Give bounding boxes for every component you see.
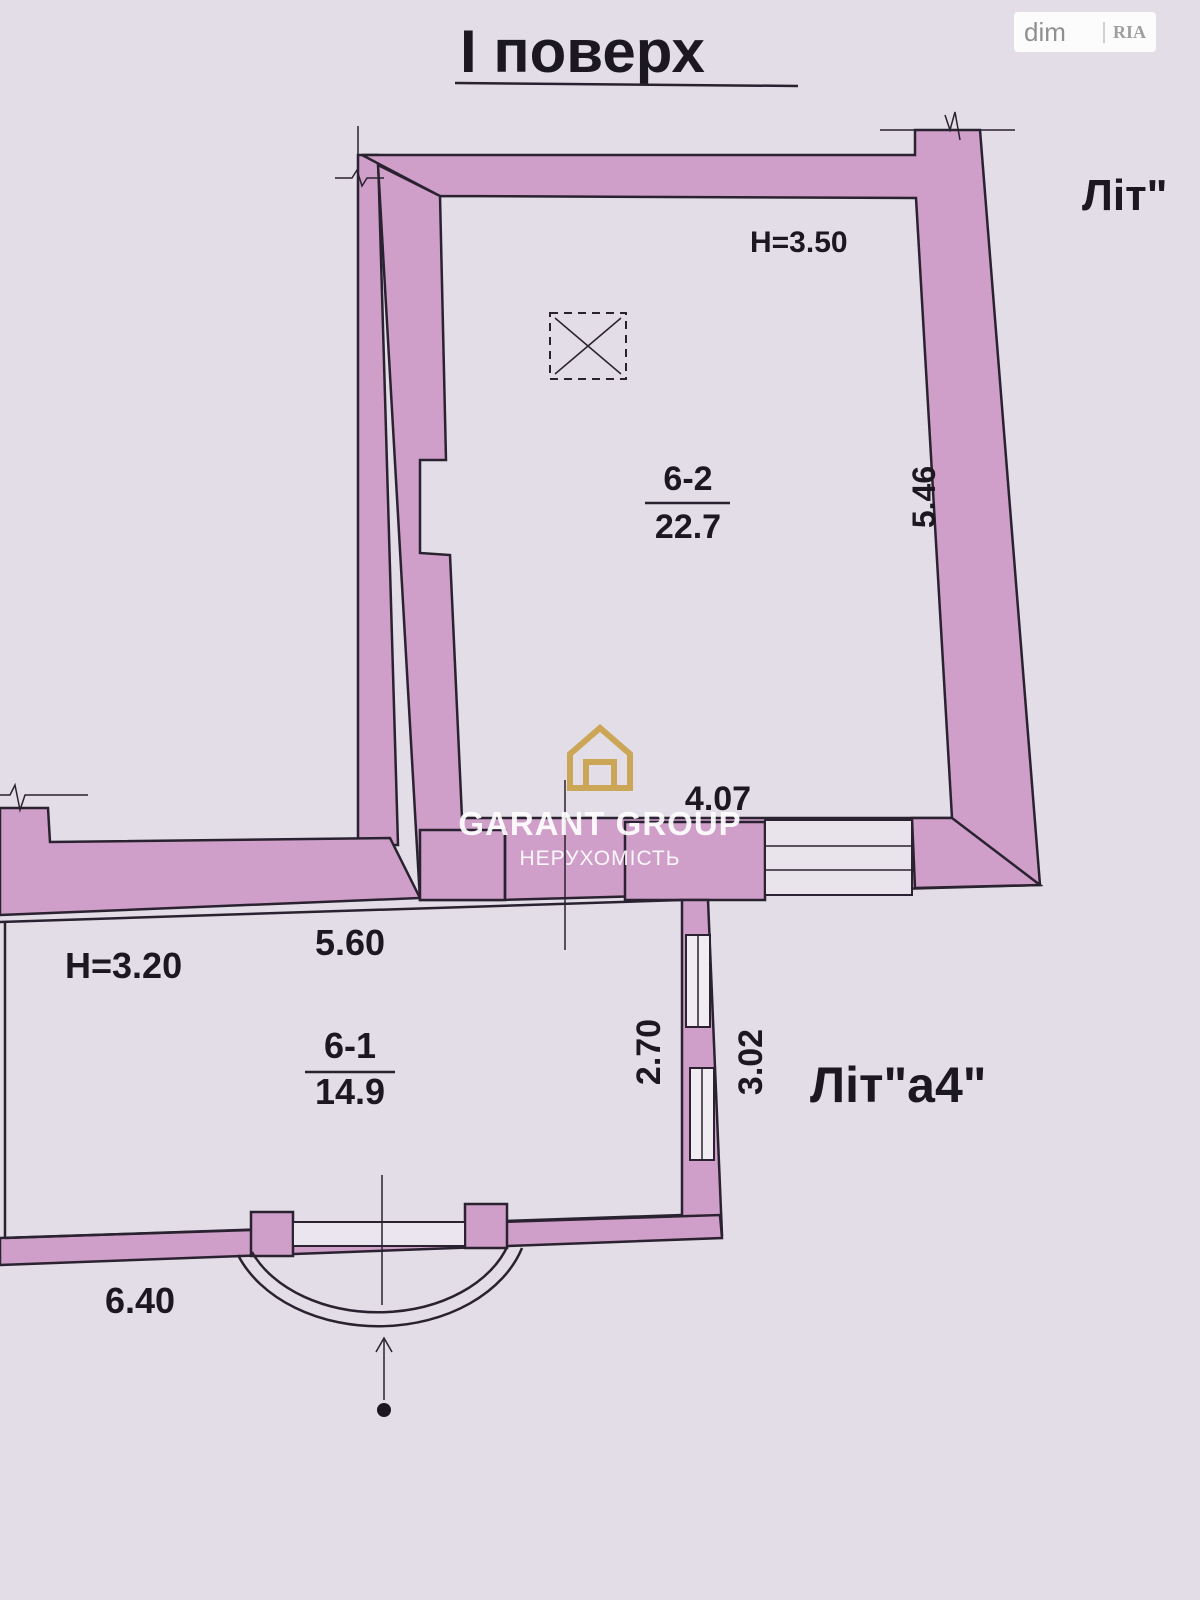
room-6-2-area: 22.7	[655, 508, 721, 546]
wall-stair-pier-left	[623, 820, 767, 902]
dim-room-6-2-length: 5.46	[906, 466, 942, 528]
dimria-badge: dim RIA	[1014, 12, 1156, 52]
title-underline	[454, 81, 799, 88]
dim-room-6-2-width: 4.07	[685, 780, 751, 818]
letter-top-right: Літ"	[1082, 171, 1168, 220]
room-6-2-id: 6-2	[663, 460, 712, 498]
dim-room-6-1-top: 5.60	[315, 922, 385, 963]
ventilation-icon	[549, 312, 627, 380]
stairs	[764, 819, 913, 896]
room-6-1-area: 14.9	[315, 1071, 385, 1112]
break-mark-top-right	[880, 111, 1015, 141]
room-6-1-id: 6-1	[324, 1025, 376, 1066]
house-logo-icon	[567, 724, 633, 791]
dim-room-6-1-inner-side: 2.70	[630, 1019, 668, 1085]
letter-a4: Літ"а4"	[810, 1057, 987, 1113]
floor-title: I поверх	[460, 18, 705, 85]
garant-group-watermark: GARANT GROUP НЕРУХОМІСТЬ	[430, 720, 770, 871]
window-right	[685, 934, 715, 1161]
dimria-dim-text: dim	[1024, 16, 1066, 47]
break-mark-middle-left	[0, 782, 88, 813]
dim-room-6-1-outer-side: 3.02	[732, 1029, 770, 1095]
brand-name: GARANT GROUP	[458, 805, 742, 842]
wall-room-6-1-top	[0, 898, 683, 924]
wall-stair-pier-right	[910, 816, 1044, 890]
entrance-bay	[236, 1175, 524, 1417]
dimria-ria-text: RIA	[1102, 21, 1146, 43]
room-6-2-height: H=3.50	[750, 226, 848, 259]
dim-room-6-1-bottom: 6.40	[105, 1280, 175, 1321]
break-mark-top-left	[335, 126, 384, 200]
brand-subtitle: НЕРУХОМІСТЬ	[519, 847, 681, 870]
room-6-1-height: H=3.20	[65, 945, 182, 986]
wall-middle-horizontal	[0, 806, 422, 917]
